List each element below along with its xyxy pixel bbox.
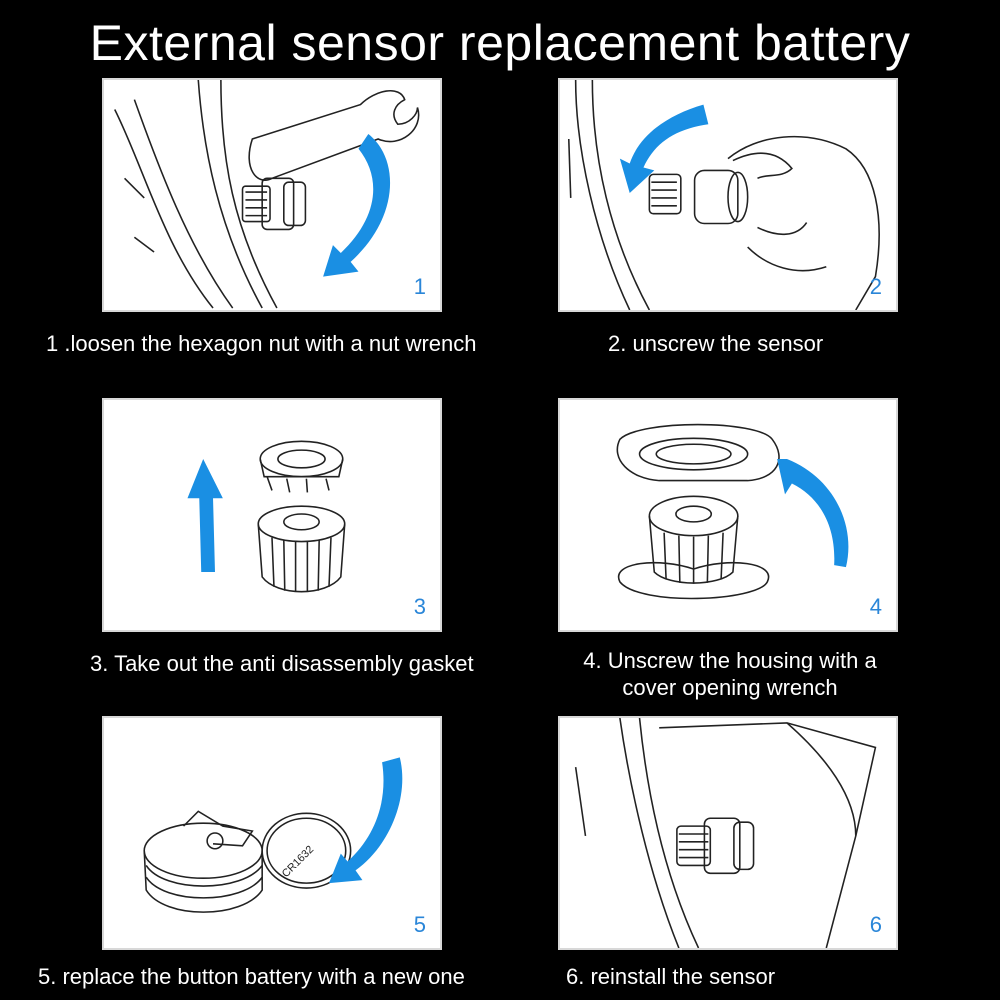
housing-wrench-icon [616, 423, 849, 600]
step-5-number: 5 [413, 912, 426, 937]
step-2-panel: 2 [558, 78, 898, 312]
step-4-panel: 4 [558, 398, 898, 632]
step-2-caption: 2. unscrew the sensor [608, 331, 824, 356]
step-1-panel: 1 [102, 78, 442, 312]
gasket-removal-icon [187, 440, 346, 593]
step-6-caption: 6. reinstall the sensor [566, 964, 776, 989]
reinstall-sensor-icon [574, 718, 877, 948]
battery-label: CR1632 [280, 843, 317, 880]
step-4-caption-line-1: 4. Unscrew the housing with a [583, 648, 877, 673]
step-3-panel: 3 [102, 398, 442, 632]
step-2-number: 2 [869, 274, 882, 299]
hand-unscrew-sensor-icon [567, 80, 880, 310]
step-3-number: 3 [413, 594, 426, 619]
step-3-caption: 3. Take out the anti disassembly gasket [90, 651, 474, 676]
step-4-caption-line-2: cover opening wrench [622, 675, 838, 700]
step-6-number: 6 [869, 912, 882, 937]
step-5-panel: CR1632 5 [102, 716, 442, 950]
wrench-loosen-nut-icon [114, 80, 420, 309]
button-battery-icon: CR1632 [143, 757, 403, 913]
step-1-caption: 1 .loosen the hexagon nut with a nut wre… [46, 331, 477, 356]
step-5-caption: 5. replace the button battery with a new… [38, 964, 465, 989]
page-title: External sensor replacement battery [89, 15, 911, 71]
step-1-number: 1 [413, 274, 426, 299]
step-4-number: 4 [869, 594, 882, 619]
step-4-caption: 4. Unscrew the housing with a cover open… [560, 647, 900, 701]
step-6-panel: 6 [558, 716, 898, 950]
